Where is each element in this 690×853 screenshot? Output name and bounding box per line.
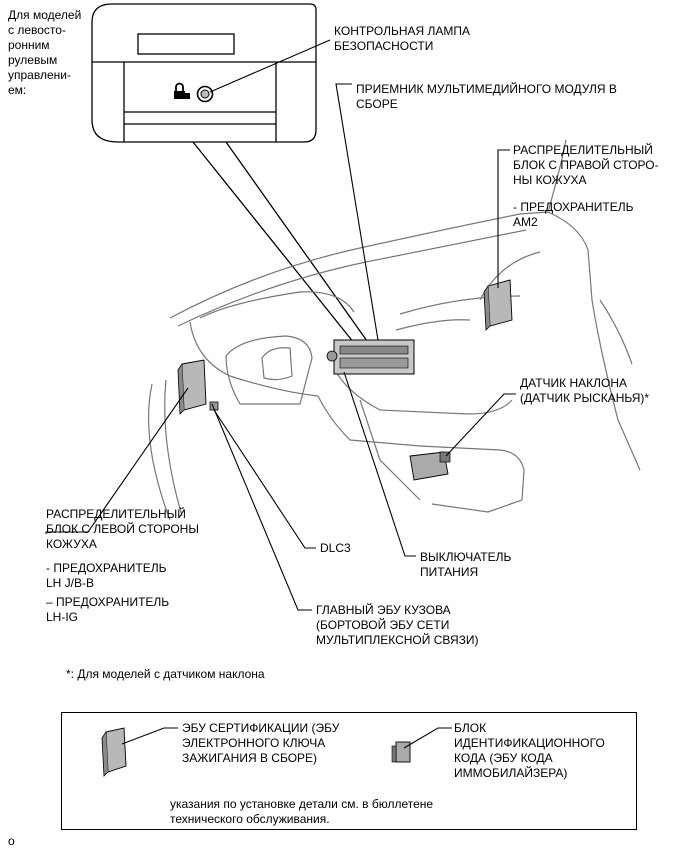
legend-note: указания по установке детали см. в бюлле… bbox=[170, 797, 434, 826]
left-junction-block-label: РАСПРЕДЕЛИТЕЛЬНЫЙ БЛОК С ЛЕВОЙ СТОРОНЫ К… bbox=[46, 507, 199, 551]
cert-ecu-label: ЭБУ СЕРТИФИКАЦИИ (ЭБУ ЭЛЕКТРОННОГО КЛЮЧА… bbox=[182, 721, 340, 765]
inset-display-panel bbox=[137, 33, 235, 55]
legend-box bbox=[61, 712, 637, 830]
right-junction-block-unit bbox=[483, 279, 513, 331]
indicator-lamp-icon bbox=[196, 85, 214, 103]
main-body-ecu-label: ГЛАВНЫЙ ЭБУ КУЗОВА (БОРТОВОЙ ЭБУ СЕТИ МУ… bbox=[316, 603, 479, 647]
corner-mark: o bbox=[8, 834, 15, 848]
leader-lines bbox=[45, 39, 516, 611]
left-junction-block-unit bbox=[177, 359, 207, 415]
right-junction-block-label: РАСПРЕДЕЛИТЕЛЬНЫЙ БЛОК С ПРАВОЙ СТОРО- Н… bbox=[513, 143, 659, 187]
footnote: *: Для моделей с датчиком наклона bbox=[66, 667, 265, 681]
lhd-models-label: Для моделей с левосто- ронним рулевым уп… bbox=[8, 8, 82, 97]
cert-ecu-icon bbox=[101, 727, 127, 777]
tilt-sensor-unit bbox=[409, 451, 451, 481]
fuse-lh-jb-label: - ПРЕДОХРАНИТЕЛЬ LH J/B-B bbox=[46, 561, 167, 590]
id-code-box-label: БЛОК ИДЕНТИФИКАЦИОННОГО КОДА (ЭБУ КОДА И… bbox=[454, 721, 605, 780]
multimedia-receiver-unit bbox=[326, 339, 415, 375]
tilt-sensor-label: ДАТЧИК НАКЛОНА (ДАТЧИК РЫСКАНЬЯ)* bbox=[520, 376, 650, 405]
dlc3-label: DLC3 bbox=[320, 541, 351, 555]
multimedia-receiver-label: ПРИЕМНИК МУЛЬТИМЕДИЙНОГО МОДУЛЯ В СБОРЕ bbox=[356, 82, 617, 111]
security-lamp-label: КОНТРОЛЬНАЯ ЛАМПА БЕЗОПАСНОСТИ bbox=[334, 24, 471, 53]
fuse-lh-ig-label: – ПРЕДОХРАНИТЕЛЬ LH-IG bbox=[46, 595, 170, 624]
power-switch-label: ВЫКЛЮЧАТЕЛЬ ПИТАНИЯ bbox=[420, 550, 512, 579]
lock-car-icon bbox=[174, 82, 190, 99]
dashboard-outline bbox=[148, 139, 641, 521]
inset-callout-frame bbox=[91, 3, 317, 143]
fuse-am2-label: - ПРЕДОХРАНИТЕЛЬ AM2 bbox=[513, 200, 634, 229]
